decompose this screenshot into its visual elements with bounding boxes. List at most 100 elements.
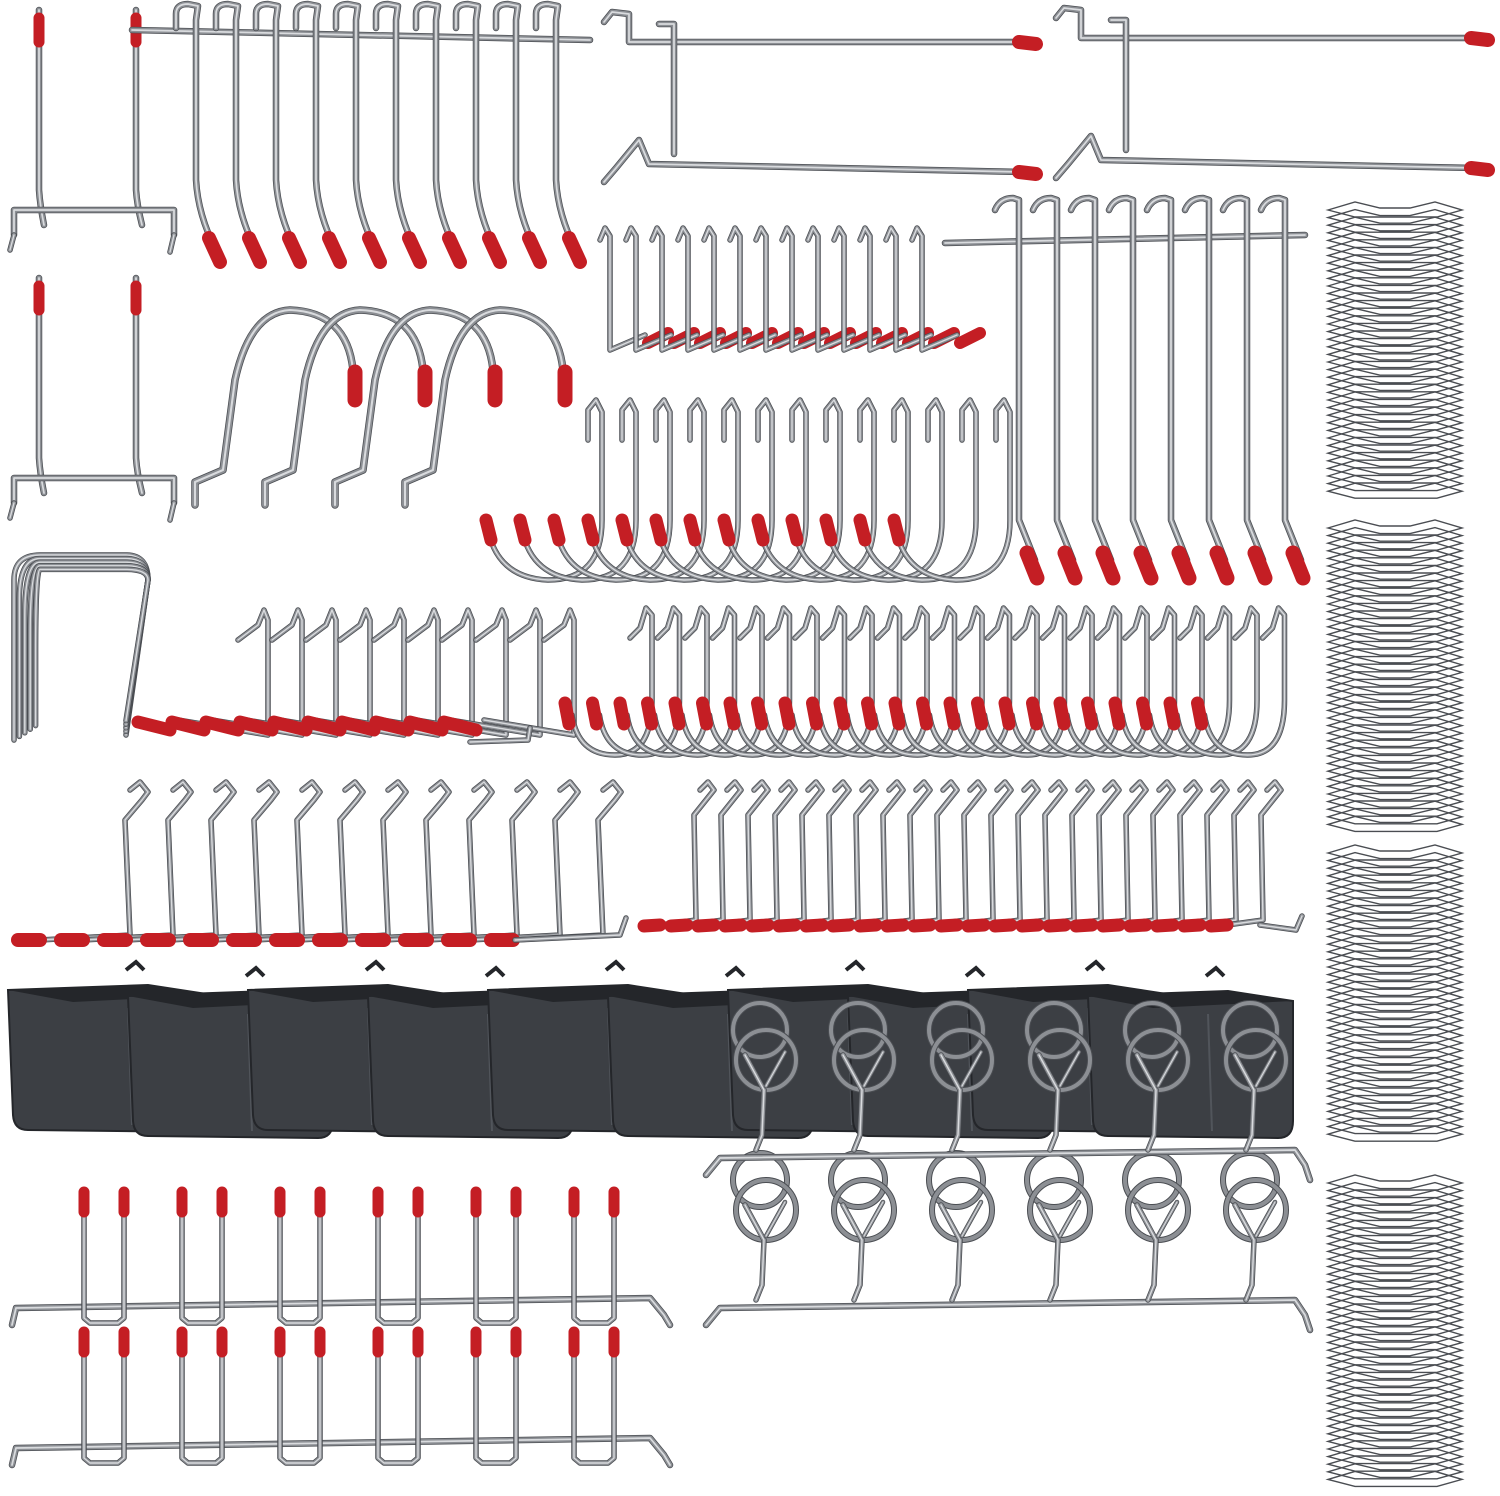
short-l-hooks-upper [597, 225, 986, 353]
spring-clip [1325, 1235, 1465, 1252]
spring-clip [1325, 1440, 1465, 1457]
spring-clip [1325, 1189, 1465, 1206]
j-hook [887, 397, 1013, 583]
double-prong-rack [8, 1326, 674, 1469]
spring-clip [1325, 1280, 1465, 1298]
red-tip [971, 696, 988, 731]
double-prong [78, 1326, 130, 1466]
spring-clip [1325, 1402, 1465, 1419]
spring-clip [1325, 383, 1465, 401]
long-j-hook [412, 0, 467, 269]
red-tip [437, 715, 483, 737]
spring-clip [1325, 785, 1465, 802]
ring-holder [1024, 1000, 1093, 1153]
red-tip [402, 231, 427, 269]
bin-edge [1207, 1013, 1213, 1132]
spring-clip [1325, 353, 1465, 370]
spring-clip [1325, 815, 1465, 833]
wire-loops-left [11, 552, 151, 743]
double-prong [372, 1186, 424, 1326]
spring-clip [1325, 1227, 1465, 1244]
spring-clip [1325, 663, 1465, 681]
spring-clip [1325, 1288, 1465, 1305]
red-tip [1136, 696, 1153, 731]
long-j-hook [532, 0, 587, 269]
red-tip [916, 696, 933, 731]
spring-clip [1325, 671, 1465, 688]
bin-hanger [124, 959, 146, 972]
long-l-hook [1219, 194, 1273, 586]
spring-clip [1325, 686, 1465, 703]
bin-hanger [1084, 959, 1106, 972]
red-tip [1285, 545, 1311, 586]
red-tip [1191, 696, 1208, 731]
long-j-hook [212, 0, 267, 269]
spring-clip [1325, 973, 1465, 990]
spring-clip [1325, 1303, 1465, 1320]
spring-clip [1325, 564, 1465, 582]
spring-clip [1325, 732, 1465, 749]
red-tip [1057, 545, 1083, 586]
spring-clip [1325, 1409, 1465, 1427]
red-tip [199, 715, 245, 737]
spring-clip [1325, 1095, 1465, 1112]
l-hook [1204, 779, 1284, 933]
spring-clip [1325, 633, 1465, 650]
spring-clip [1325, 436, 1465, 454]
spring-clip [1325, 534, 1465, 551]
ring-holder [730, 1150, 799, 1303]
red-tip [513, 513, 532, 547]
spring-clip [1325, 201, 1465, 218]
s-hook [401, 306, 573, 509]
spring-clip [1325, 224, 1465, 241]
spring-clip [1325, 859, 1465, 876]
l-hook [301, 607, 441, 738]
spring-clip [1325, 542, 1465, 559]
spring-clip [1325, 1174, 1465, 1191]
s-hook [331, 306, 503, 509]
red-tip [242, 231, 267, 269]
red-tip [1019, 545, 1045, 586]
spring-clip [1325, 678, 1465, 696]
spring-clip [1325, 943, 1465, 960]
spring-clip [1325, 648, 1465, 665]
spring-clip [1325, 1470, 1465, 1488]
bin-hanger [604, 959, 626, 972]
red-tip [165, 715, 211, 737]
spring-clip [1325, 277, 1465, 294]
red-tip [888, 696, 906, 731]
spring-clip [1325, 1379, 1465, 1396]
red-tip [1095, 545, 1121, 586]
spring-clip [1325, 905, 1465, 922]
bin-opening [8, 985, 213, 1002]
double-prong [470, 1326, 522, 1466]
red-tip [267, 715, 313, 737]
spring-clip [1325, 1349, 1465, 1366]
spring-clip [1325, 557, 1465, 574]
spring-clip [1325, 1049, 1465, 1066]
bin-opening [248, 985, 453, 1002]
spring-clip [1325, 770, 1465, 787]
s-hook [191, 306, 363, 509]
double-rod [600, 8, 1043, 186]
spring-clip [1325, 618, 1465, 635]
red-tip [233, 715, 279, 737]
j-hook [1191, 605, 1288, 758]
l-hooks-row3-left [131, 607, 577, 745]
spring-clip [1325, 1079, 1465, 1097]
red-tip [785, 513, 804, 547]
spring-clip [1325, 1034, 1465, 1051]
spring-clip [1325, 1273, 1465, 1290]
l-hook [403, 607, 543, 738]
spring-clip [1325, 452, 1465, 469]
l-hook [369, 607, 509, 738]
red-tip [861, 696, 878, 731]
spring-clip [1325, 1026, 1465, 1044]
spring-clip [1325, 1250, 1465, 1267]
red-tip [668, 696, 686, 731]
spring-clip [1325, 1326, 1465, 1343]
long-l-hook [1067, 194, 1121, 586]
spring-clip [1325, 1087, 1465, 1104]
spring-clip [1325, 519, 1465, 536]
l-hook [131, 607, 271, 738]
